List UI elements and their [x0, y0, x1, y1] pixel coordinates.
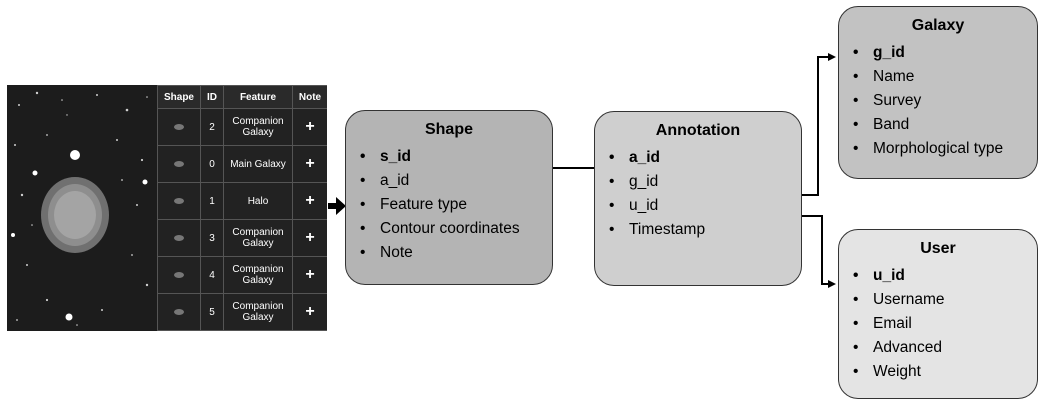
shape-cell[interactable]	[157, 108, 201, 146]
ellipse-shape-icon	[174, 308, 184, 315]
plus-icon: +	[305, 118, 315, 135]
field-u-id: u_id	[607, 194, 789, 218]
field-advanced: Advanced	[851, 336, 1025, 360]
plus-icon: +	[305, 229, 315, 246]
field-u-id: u_id	[851, 264, 1025, 288]
table-row: 4 Companion Galaxy +	[157, 256, 327, 294]
entity-title: Shape	[424, 121, 473, 138]
column-header-shape: Shape	[157, 85, 201, 109]
figure-to-shape-arrowhead	[336, 197, 346, 215]
field-contour-coordinates: Contour coordinates	[358, 217, 540, 241]
add-note-button[interactable]: +	[292, 108, 327, 146]
table-row: 5 Companion Galaxy +	[157, 293, 327, 331]
field-s-id: s_id	[358, 145, 540, 169]
table-header-row: Shape ID Feature Note	[157, 85, 327, 109]
add-note-button[interactable]: +	[292, 293, 327, 331]
feature-cell: Halo	[223, 182, 293, 220]
add-note-button[interactable]: +	[292, 182, 327, 220]
field-band: Band	[851, 113, 1025, 137]
annotation-entity-box: Annotation a_id g_id u_id Timestamp	[594, 111, 802, 286]
plus-icon: +	[305, 266, 315, 283]
column-header-feature: Feature	[223, 85, 293, 109]
field-morphological-type: Morphological type	[851, 137, 1025, 161]
field-email: Email	[851, 312, 1025, 336]
field-feature-type: Feature type	[358, 193, 540, 217]
shape-cell[interactable]	[157, 293, 201, 331]
id-cell: 2	[200, 108, 224, 146]
field-weight: Weight	[851, 360, 1025, 384]
ellipse-shape-icon	[174, 160, 184, 167]
entity-field-list: a_id g_id u_id Timestamp	[607, 146, 789, 242]
column-header-note: Note	[292, 85, 327, 109]
field-a-id: a_id	[358, 169, 540, 193]
field-username: Username	[851, 288, 1025, 312]
plus-icon: +	[305, 192, 315, 209]
ellipse-shape-icon	[174, 123, 184, 130]
column-header-id: ID	[200, 85, 224, 109]
field-g-id: g_id	[607, 170, 789, 194]
feature-cell: Companion Galaxy	[223, 256, 293, 294]
galaxy-entity-box: Galaxy g_id Name Survey Band Morphologic…	[838, 6, 1038, 179]
table-row: 3 Companion Galaxy +	[157, 219, 327, 257]
feature-cell: Companion Galaxy	[223, 219, 293, 257]
feature-cell: Companion Galaxy	[223, 293, 293, 331]
entity-field-list: s_id a_id Feature type Contour coordinat…	[358, 145, 540, 265]
entity-field-list: u_id Username Email Advanced Weight	[851, 264, 1025, 384]
add-note-button[interactable]: +	[292, 256, 327, 294]
ellipse-shape-icon	[174, 234, 184, 241]
entity-field-list: g_id Name Survey Band Morphological type	[851, 41, 1025, 161]
ellipse-shape-icon	[174, 197, 184, 204]
shape-cell[interactable]	[157, 256, 201, 294]
id-cell: 4	[200, 256, 224, 294]
field-g-id: g_id	[851, 41, 1025, 65]
entity-title: Galaxy	[911, 17, 965, 34]
galaxy-annotation-figure: Shape ID Feature Note 2 Companion Galaxy…	[7, 85, 327, 331]
shape-cell[interactable]	[157, 219, 201, 257]
id-cell: 1	[200, 182, 224, 220]
table-row: 2 Companion Galaxy +	[157, 108, 327, 146]
table-row: 1 Halo +	[157, 182, 327, 220]
shape-entity-box: Shape s_id a_id Feature type Contour coo…	[345, 110, 553, 285]
add-note-button[interactable]: +	[292, 219, 327, 257]
entity-title: User	[920, 240, 956, 257]
field-timestamp: Timestamp	[607, 218, 789, 242]
field-survey: Survey	[851, 89, 1025, 113]
entity-title: Annotation	[655, 122, 741, 139]
user-entity-box: User u_id Username Email Advanced Weight	[838, 229, 1038, 399]
galaxy-image	[7, 85, 157, 331]
plus-icon: +	[305, 155, 315, 172]
table-row: 0 Main Galaxy +	[157, 145, 327, 183]
add-note-button[interactable]: +	[292, 145, 327, 183]
field-name: Name	[851, 65, 1025, 89]
feature-cell: Companion Galaxy	[223, 108, 293, 146]
ellipse-shape-icon	[174, 271, 184, 278]
shape-table: Shape ID Feature Note 2 Companion Galaxy…	[157, 85, 327, 331]
plus-icon: +	[305, 303, 315, 320]
field-a-id: a_id	[607, 146, 789, 170]
field-note: Note	[358, 241, 540, 265]
